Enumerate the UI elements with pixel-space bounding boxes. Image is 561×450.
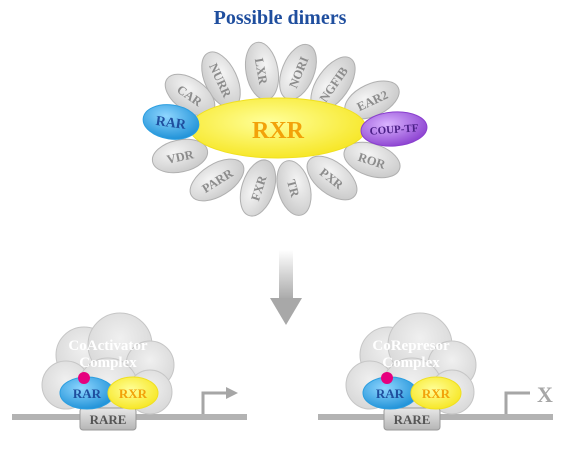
rxr-right [410, 376, 462, 410]
down-arrow-icon [270, 250, 302, 325]
partner-tr-label: TR [284, 178, 302, 199]
corepressor-assembly: CoRepresor Complex RARE RAR RXR X [318, 312, 553, 431]
partner-rar-label: RAR [155, 114, 188, 133]
partner-lxr-label: LXR [252, 57, 271, 86]
rare-element-right [383, 407, 441, 431]
rxr-left [107, 376, 159, 410]
partner-ear2: EAR2 [344, 80, 400, 120]
coactivator-name-line2: Complex [79, 355, 137, 371]
blocked-transcription-line-icon [504, 391, 530, 414]
rar-left-label: RAR [73, 386, 102, 401]
rxr-right-label: RXR [422, 386, 451, 401]
partner-coup-tf: COUP-TF [360, 111, 428, 147]
ligand-dot-right [381, 372, 393, 384]
corepressor-name-line1: CoRepresor [372, 338, 450, 354]
transcription-arrow-icon [201, 391, 228, 414]
coactivator-name-line1: CoActivator [68, 338, 147, 354]
rar-right-label: RAR [376, 386, 405, 401]
rxr-center-label: RXR [252, 118, 305, 144]
partner-coup-tf-label: COUP-TF [369, 122, 419, 137]
corepressor-name-line2: Complex [382, 355, 440, 371]
partner-lxr: LXR [244, 41, 280, 101]
partner-ring: NURR LXR NORI NGFIB CAR EAR2 VDR PARR [151, 41, 401, 217]
partner-fxr: FXR [239, 159, 277, 217]
coactivator-assembly: CoActivator Complex RARE RAR RXR [12, 312, 247, 431]
partner-car: CAR [164, 73, 216, 117]
rare-element-left [79, 407, 137, 431]
partner-vdr-label: VDR [166, 147, 196, 167]
transcription-arrowhead-icon [226, 387, 238, 399]
blocked-mark-icon: X [537, 382, 553, 407]
partner-vdr: VDR [151, 138, 209, 174]
partner-pxr: PXR [306, 155, 358, 201]
rare-label-left: RARE [90, 412, 127, 427]
rxr-left-label: RXR [119, 386, 148, 401]
diagram-title: Possible dimers [214, 7, 347, 29]
rxr-center: RXR [189, 97, 367, 159]
partner-rar: RAR [142, 104, 200, 140]
partner-tr: TR [276, 160, 312, 216]
rare-label-right: RARE [394, 412, 431, 427]
ligand-dot-left [78, 372, 90, 384]
partner-parr: PARR [189, 158, 245, 202]
